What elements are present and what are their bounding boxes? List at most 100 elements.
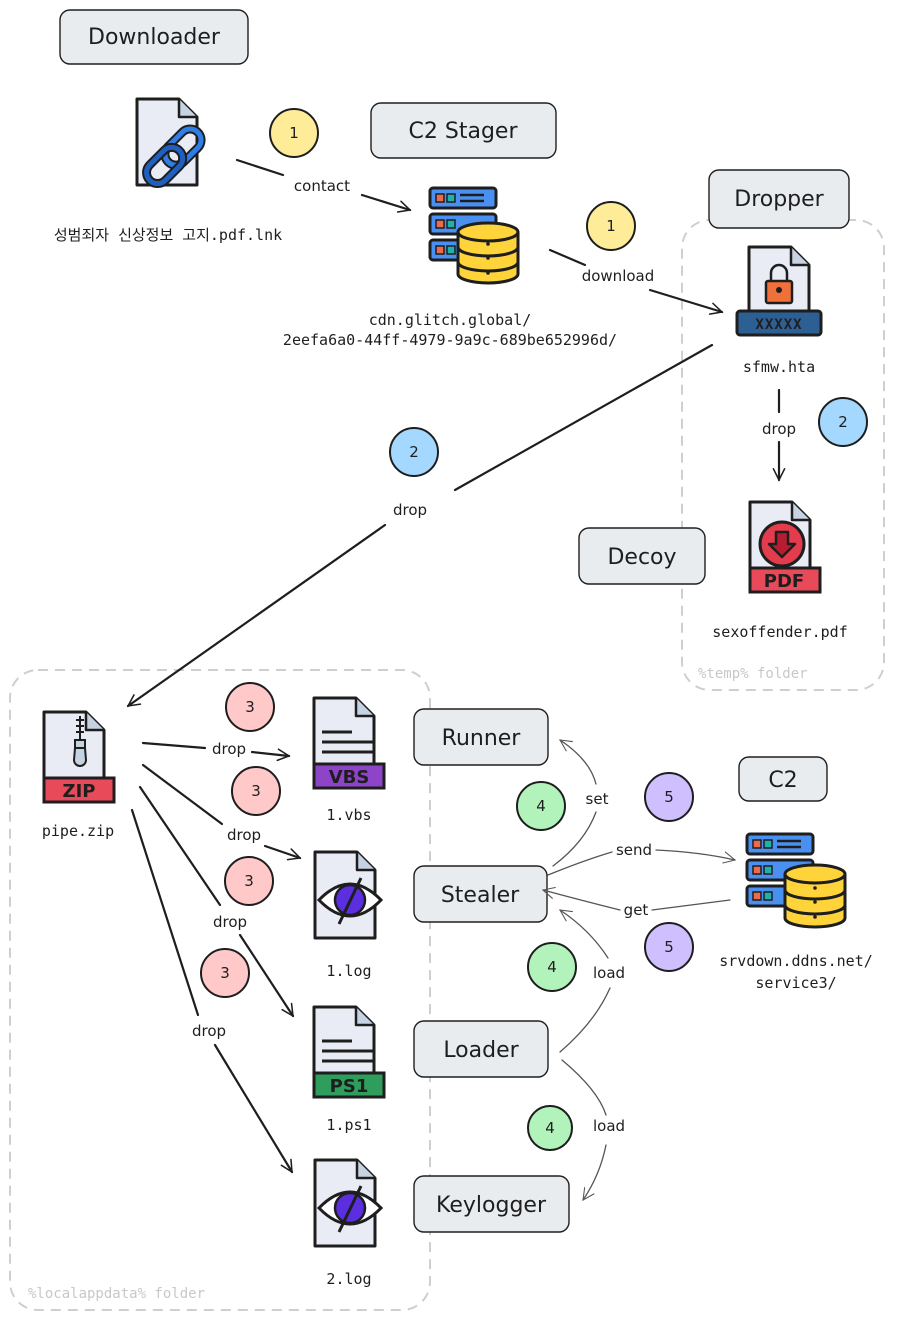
c2-url-line1: srvdown.ddns.net/ [719, 952, 873, 970]
log2-filename: 2.log [326, 1270, 371, 1288]
ps1-file-icon: PS1 [312, 1005, 386, 1099]
svg-text:Stealer: Stealer [441, 883, 520, 908]
zip-label-text: ZIP [63, 781, 96, 802]
svg-text:5: 5 [664, 938, 674, 956]
hidden-log2-icon [313, 1158, 384, 1248]
hta-file-icon: XXXXX [735, 245, 823, 337]
vbs-file-icon: VBS [312, 696, 386, 790]
group-dropper: Dropper [708, 169, 850, 229]
step-badge-3-log2: 3 [200, 948, 250, 998]
edge-drop-log1: drop [141, 763, 300, 858]
svg-text:C2: C2 [768, 768, 797, 793]
link-file-icon [135, 97, 206, 189]
edge-get: get [541, 886, 731, 919]
edge-drop-log2: drop [130, 808, 294, 1172]
group-decoy: Decoy [578, 527, 706, 585]
edge-drop-vbs: drop [141, 740, 289, 758]
vbs-filename: 1.vbs [326, 806, 371, 824]
hidden-log1-icon [313, 850, 384, 940]
step-badge-4-load-keylogger: 4 [527, 1105, 573, 1151]
svg-text:Keylogger: Keylogger [436, 1193, 547, 1218]
svg-text:3: 3 [244, 872, 254, 890]
svg-text:download: download [582, 267, 655, 285]
edge-drop-zip: drop [128, 343, 714, 708]
step-badge-1-download: 1 [586, 201, 636, 251]
edge-drop-ps1: drop [138, 785, 295, 1016]
edge-send: send [547, 841, 737, 876]
step-badge-5-get: 5 [644, 922, 694, 972]
step-badge-3-log1: 3 [231, 766, 281, 816]
temp-folder-label: %temp% folder [698, 666, 808, 682]
svg-text:send: send [616, 841, 652, 859]
zip-filename: pipe.zip [42, 822, 114, 840]
pdf-file-icon: PDF [748, 500, 822, 594]
svg-text:1: 1 [289, 124, 299, 142]
edge-download: download [548, 248, 722, 312]
ps1-filename: 1.ps1 [326, 1116, 371, 1134]
group-c2-stager: C2 Stager [370, 102, 557, 159]
svg-text:contact: contact [294, 177, 350, 195]
svg-text:5: 5 [664, 788, 674, 806]
svg-text:4: 4 [545, 1119, 555, 1137]
edge-contact: contact [235, 158, 410, 210]
vbs-label-text: VBS [329, 767, 370, 788]
hta-filename: sfmw.hta [743, 358, 815, 376]
edge-set: set [552, 739, 609, 867]
stager-url-line2: 2eefa6a0-44ff-4979-9a9c-689be652996d/ [283, 331, 617, 349]
pdf-label-text: PDF [764, 571, 804, 592]
group-stealer: Stealer [413, 865, 548, 923]
svg-text:drop: drop [213, 913, 247, 931]
svg-text:drop: drop [227, 826, 261, 844]
c2-server-icon [745, 832, 847, 929]
svg-text:Downloader: Downloader [88, 25, 221, 50]
svg-text:3: 3 [251, 782, 261, 800]
group-runner: Runner [413, 708, 549, 766]
svg-text:C2 Stager: C2 Stager [409, 119, 519, 144]
svg-text:drop: drop [393, 501, 427, 519]
step-badge-4-load-stealer: 4 [527, 942, 577, 992]
localappdata-folder-label: %localappdata% folder [28, 1286, 205, 1302]
hta-mask-text: XXXXX [755, 317, 802, 333]
group-downloader: Downloader [59, 9, 249, 65]
step-badge-4-set: 4 [516, 781, 566, 831]
group-keylogger: Keylogger [413, 1175, 570, 1233]
group-loader: Loader [413, 1020, 549, 1078]
localappdata-folder-container [9, 669, 431, 1311]
svg-text:Dropper: Dropper [734, 187, 824, 212]
edge-load-stealer: load [559, 909, 625, 1053]
svg-text:3: 3 [245, 698, 255, 716]
svg-text:2: 2 [409, 443, 419, 461]
zip-file-icon: ZIP [42, 710, 116, 804]
svg-text:drop: drop [212, 740, 246, 758]
step-badge-5-send: 5 [644, 772, 694, 822]
svg-text:load: load [593, 1117, 625, 1135]
svg-text:Runner: Runner [442, 726, 522, 751]
svg-text:drop: drop [762, 420, 796, 438]
svg-text:drop: drop [192, 1022, 226, 1040]
server-database-icon [428, 186, 520, 285]
step-badge-2-drop-pdf: 2 [818, 397, 868, 447]
svg-text:4: 4 [547, 958, 557, 976]
svg-text:get: get [624, 901, 649, 919]
svg-text:set: set [586, 790, 609, 808]
edge-load-keylogger: load [561, 1059, 625, 1201]
group-c2: C2 [738, 756, 828, 802]
svg-text:2: 2 [838, 413, 848, 431]
step-badge-3-ps1: 3 [224, 856, 274, 906]
svg-text:3: 3 [220, 964, 230, 982]
lnk-filename: 성범죄자 신상정보 고지.pdf.lnk [54, 226, 282, 244]
edge-drop-pdf: drop [762, 388, 796, 480]
stager-url-line1: cdn.glitch.global/ [369, 311, 532, 329]
svg-text:Loader: Loader [443, 1038, 519, 1063]
c2-url-line2: service3/ [755, 974, 836, 992]
step-badge-2-drop-zip: 2 [389, 427, 439, 477]
step-badge-3-vbs: 3 [225, 682, 275, 732]
svg-text:load: load [593, 964, 625, 982]
pdf-filename: sexoffender.pdf [712, 623, 847, 641]
log1-filename: 1.log [326, 962, 371, 980]
step-badge-1-contact: 1 [269, 108, 319, 158]
ps1-label-text: PS1 [330, 1076, 369, 1097]
svg-text:Decoy: Decoy [607, 545, 676, 570]
svg-text:1: 1 [606, 217, 616, 235]
